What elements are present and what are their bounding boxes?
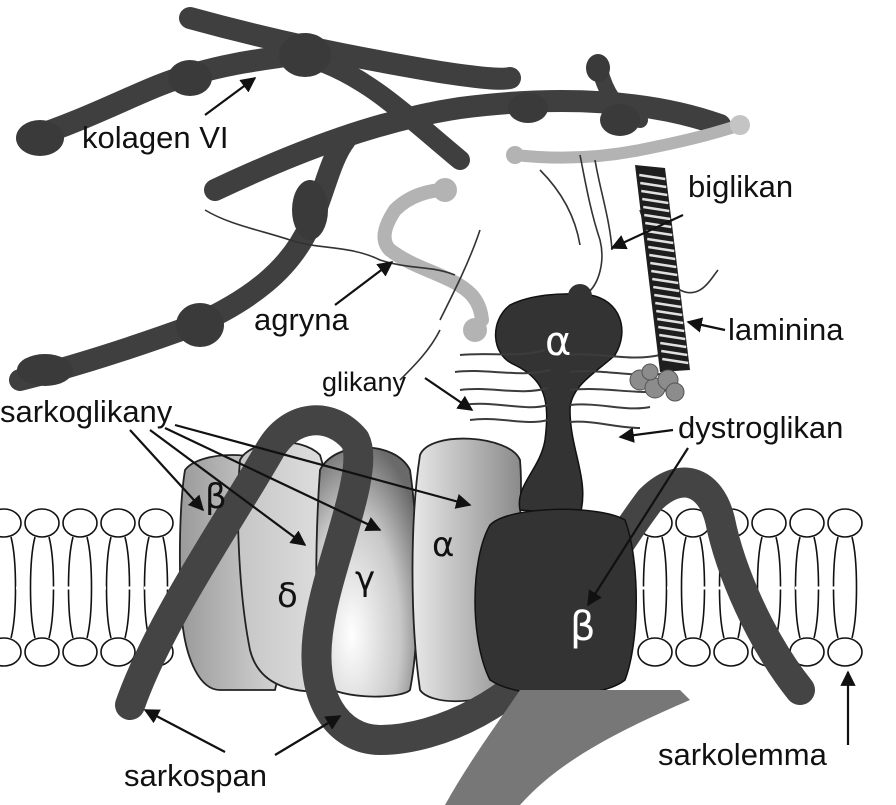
sg-beta-letter: β bbox=[205, 477, 227, 517]
sg-delta-letter: δ bbox=[277, 576, 298, 616]
label-biglikan: biglikan bbox=[688, 169, 793, 204]
lipid-head bbox=[63, 509, 97, 537]
label-kolagen-vi: kolagen VI bbox=[82, 120, 229, 155]
lipid-head bbox=[25, 638, 59, 666]
lipid-head bbox=[0, 509, 21, 537]
label-glikany: glikany bbox=[322, 367, 407, 397]
lipid-head bbox=[139, 509, 173, 537]
sg-gamma-letter: γ bbox=[355, 559, 375, 599]
lipid-head bbox=[828, 638, 862, 666]
label-sarkolemma: sarkolemma bbox=[658, 737, 828, 772]
dg-alpha-letter: α bbox=[545, 319, 571, 365]
label-dystroglikan: dystroglikan bbox=[678, 410, 843, 445]
lipid-head bbox=[676, 638, 710, 666]
laminin-coil bbox=[630, 165, 690, 401]
label-sarkospan: sarkospan bbox=[124, 758, 267, 793]
label-laminina: laminina bbox=[728, 312, 844, 347]
label-agryna: agryna bbox=[254, 302, 350, 337]
lipid-head bbox=[25, 509, 59, 537]
lipid-head bbox=[752, 509, 786, 537]
lipid-head bbox=[638, 638, 672, 666]
lipid-head bbox=[63, 638, 97, 666]
label-sarkoglikany: sarkoglikany bbox=[0, 394, 173, 429]
lipid-head bbox=[828, 509, 862, 537]
lipid-head bbox=[0, 638, 21, 666]
lipid-head bbox=[101, 509, 135, 537]
lipid-head bbox=[101, 638, 135, 666]
lipid-head bbox=[714, 638, 748, 666]
lipid-head bbox=[790, 509, 824, 537]
dg-beta-letter: β bbox=[570, 604, 596, 650]
sg-alpha-letter: α bbox=[432, 525, 454, 565]
